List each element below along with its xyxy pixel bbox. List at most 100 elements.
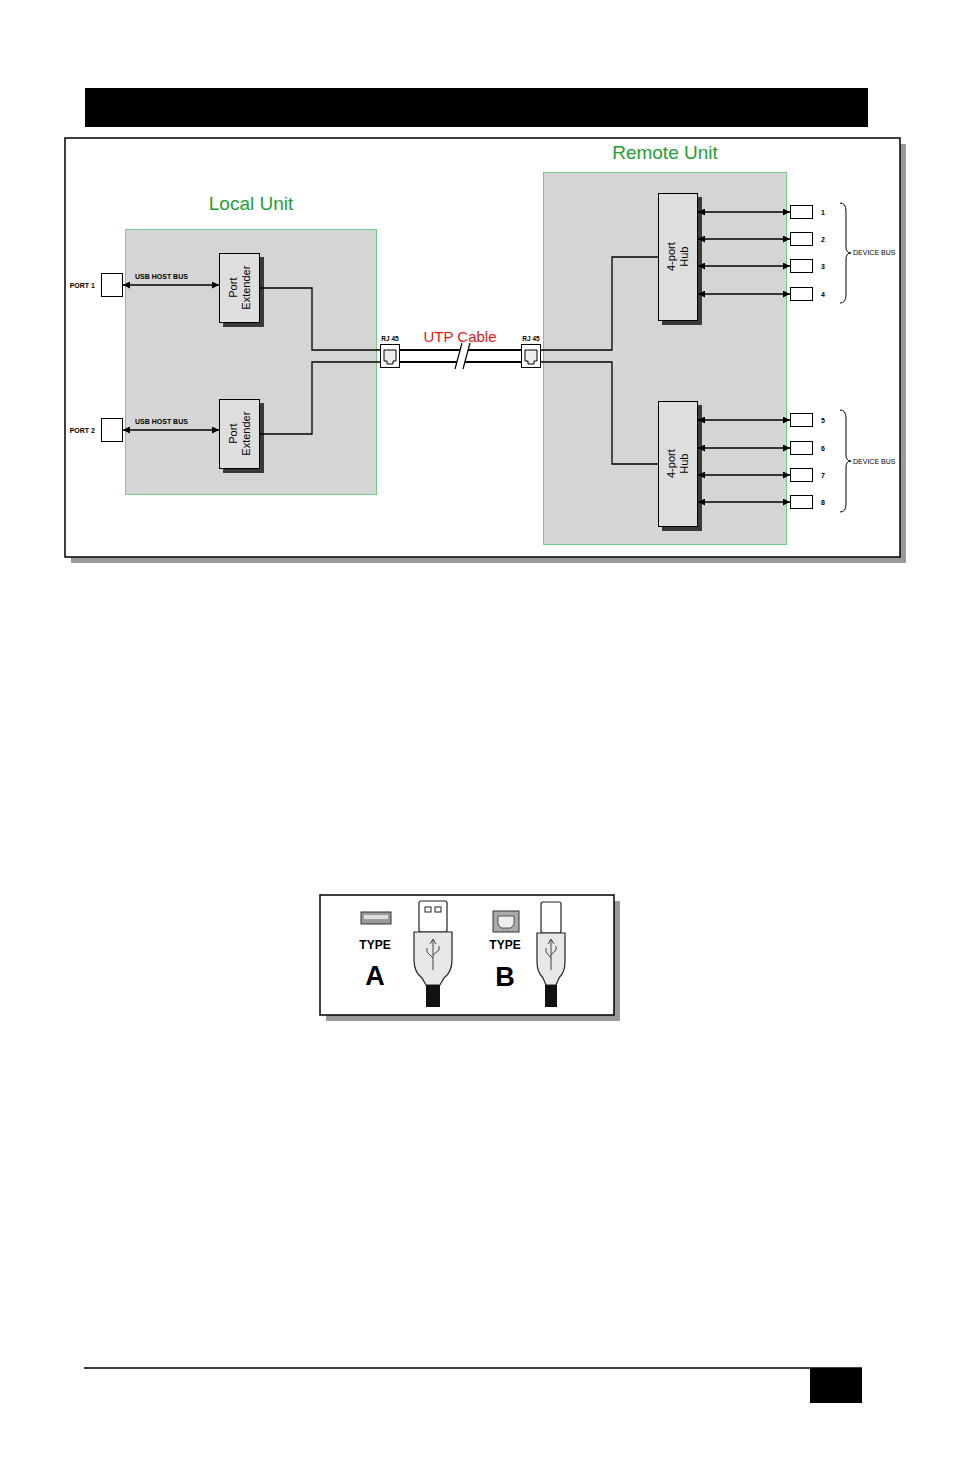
figure-frame — [320, 895, 614, 1015]
cable-inner — [400, 351, 521, 361]
port-number: 7 — [821, 472, 825, 479]
local-unit-region: Local UnitPort ExtenderPort Extender — [125, 229, 377, 495]
bus-line — [541, 362, 658, 464]
port-number: 5 — [821, 417, 825, 424]
shell-hole — [435, 907, 441, 912]
wire — [123, 429, 219, 430]
device-port: 8 — [790, 495, 813, 509]
jack-label: RJ 45 — [381, 335, 398, 342]
bus-label: DEVICE BUS — [853, 249, 895, 257]
hub-box: 4-port Hub — [658, 193, 698, 321]
connector-letter: A — [365, 962, 385, 992]
receptacle-icon — [361, 912, 391, 924]
cable-outer — [400, 349, 521, 363]
break-patch — [455, 343, 470, 369]
receptacle-icon — [493, 911, 519, 932]
port-extender-box: Port Extender — [219, 253, 260, 323]
bus-line — [698, 475, 790, 476]
jack-opening — [525, 350, 537, 364]
port-number: 3 — [821, 263, 825, 270]
wire — [260, 288, 380, 350]
bus-line — [698, 502, 790, 503]
port-number: 8 — [821, 499, 825, 506]
usb-type-a-drawing — [361, 901, 452, 1007]
wire — [698, 501, 790, 502]
edge-group — [123, 212, 790, 502]
footer-rule — [84, 1367, 862, 1369]
hub-box: 4-port Hub — [658, 401, 698, 527]
wire — [541, 257, 658, 350]
usb-host-port: PORT 1 — [101, 273, 123, 297]
jack-body — [380, 344, 400, 368]
jack-label: RJ 45 — [522, 335, 539, 342]
utp-cable — [400, 356, 521, 357]
bus-line — [698, 212, 790, 213]
wire — [698, 474, 790, 475]
plug-cable — [426, 985, 440, 1007]
plug-cable — [545, 985, 557, 1007]
remote-unit-region: Remote Unit4-port Hub4-port Hub — [543, 172, 787, 545]
break-mark — [455, 343, 462, 369]
device-port: 1 — [790, 205, 813, 219]
brace — [840, 203, 851, 303]
region-heading: Remote Unit — [504, 143, 826, 164]
port-extender-box: Port Extender — [219, 399, 260, 469]
diagram-frame — [65, 138, 900, 557]
header-bar — [85, 88, 868, 127]
device-port: 6 — [790, 441, 813, 455]
receptacle-slot — [498, 916, 514, 928]
bus-line — [698, 266, 790, 267]
rj45-jack: RJ 45 — [380, 344, 400, 368]
shell-hole — [425, 907, 431, 912]
bus-label: USB HOST BUS — [135, 273, 188, 281]
brace — [840, 410, 851, 512]
usb-symbol — [546, 939, 556, 970]
port-label: PORT 2 — [70, 427, 95, 434]
bus-line — [698, 294, 790, 295]
box-label: 4-port Hub — [665, 232, 690, 282]
wire — [698, 238, 790, 239]
box-label: 4-port Hub — [665, 439, 690, 489]
box-label: Port Extender — [227, 404, 252, 464]
plug-shell — [541, 902, 561, 933]
bus-line — [123, 430, 219, 431]
wire — [541, 362, 658, 464]
bus-line — [698, 420, 790, 421]
port-label: PORT 1 — [70, 282, 95, 289]
bus-line — [260, 362, 380, 434]
page-number-box — [810, 1368, 862, 1403]
bus-line — [541, 257, 658, 350]
bus-line — [123, 285, 219, 286]
device-port: 5 — [790, 413, 813, 427]
bus-line — [698, 239, 790, 240]
wire — [698, 419, 790, 420]
cable-break — [455, 343, 470, 369]
jack-opening — [384, 350, 396, 364]
connector-letter: B — [495, 963, 515, 993]
plug-body — [537, 933, 565, 985]
wire — [698, 211, 790, 212]
port-number: 2 — [821, 236, 825, 243]
port-number: 4 — [821, 291, 825, 298]
port-number: 6 — [821, 445, 825, 452]
jack-body — [521, 344, 541, 368]
rj45-jack: RJ 45 — [521, 344, 541, 368]
connector-type: TYPE — [359, 939, 390, 952]
bus-line — [260, 288, 380, 350]
bus-label: DEVICE BUS — [853, 458, 895, 466]
box-label: Port Extender — [227, 258, 252, 318]
wire — [698, 265, 790, 266]
region-heading: Local Unit — [86, 194, 416, 215]
plug-body — [414, 932, 452, 985]
device-port: 4 — [790, 287, 813, 301]
connector-type: TYPE — [489, 939, 520, 952]
usb-symbol — [427, 939, 439, 970]
wire — [698, 293, 790, 294]
rj45-jack-drawing — [380, 344, 541, 368]
usb-type-b-drawing — [493, 902, 565, 1007]
break-mark — [463, 343, 470, 369]
wire — [260, 362, 380, 434]
